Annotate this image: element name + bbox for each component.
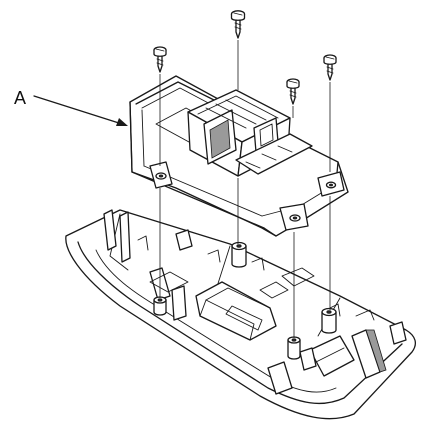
screw-icon bbox=[230, 10, 246, 39]
screw-icon bbox=[153, 46, 167, 73]
callout-a: A bbox=[14, 88, 128, 126]
trim-panel bbox=[65, 209, 417, 420]
callout-leader-line bbox=[33, 95, 123, 125]
mounting-boss-4 bbox=[321, 307, 337, 334]
mounting-boss-2 bbox=[231, 241, 247, 268]
alignment-guides bbox=[159, 40, 331, 338]
mounting-boss-1 bbox=[153, 296, 167, 316]
callout-label: A bbox=[14, 88, 26, 108]
callout-arrowhead bbox=[116, 118, 128, 126]
screw-icon bbox=[323, 54, 337, 81]
screw-icon bbox=[286, 78, 300, 105]
mounting-boss-3 bbox=[287, 336, 301, 360]
connector-block bbox=[187, 89, 313, 177]
